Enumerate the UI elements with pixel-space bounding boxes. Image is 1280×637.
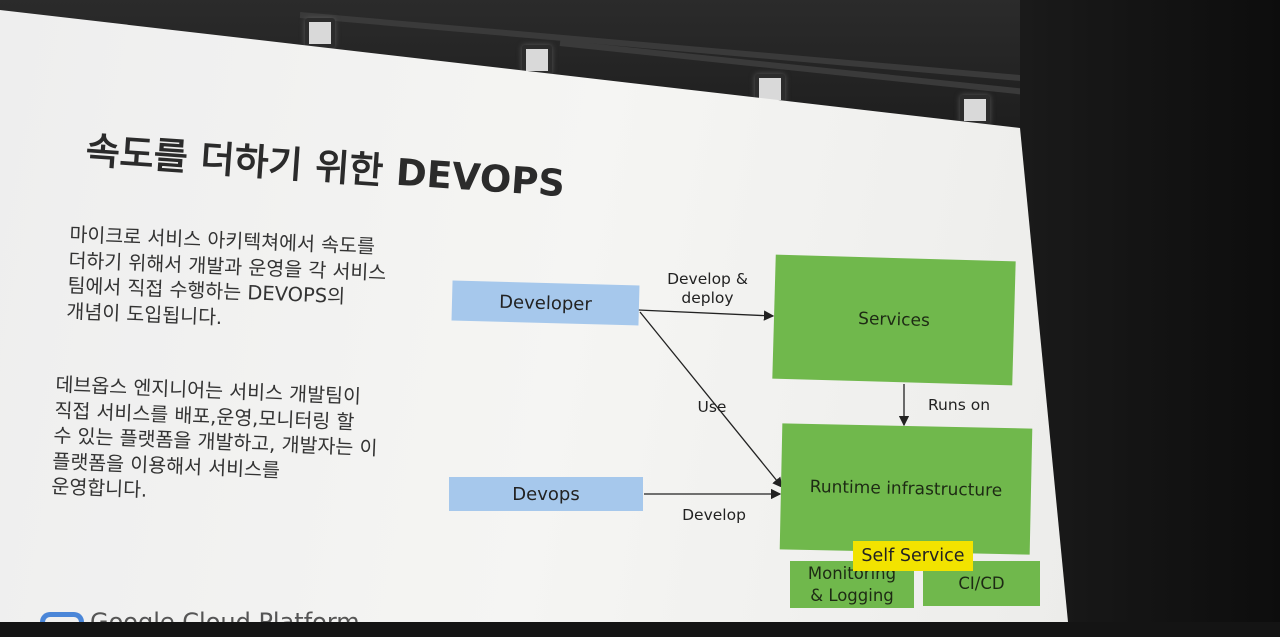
devops-box: Devops bbox=[449, 477, 643, 511]
develop-deploy-label: Develop & deploy bbox=[667, 270, 748, 307]
footer-brand: Google Cloud Platform bbox=[90, 608, 360, 636]
diagram-arrows bbox=[637, 309, 910, 500]
dark-wall bbox=[1020, 0, 1280, 622]
arrow-developer-runtime bbox=[639, 311, 783, 489]
self-service-label: Self Service bbox=[853, 541, 973, 571]
developer-box: Developer bbox=[451, 280, 640, 326]
google-cloud-logo bbox=[40, 612, 84, 622]
use-label: Use bbox=[697, 398, 727, 416]
runs-on-label: Runs on bbox=[927, 396, 991, 414]
monitoring-logging-box: Monitoring & Logging bbox=[790, 561, 914, 608]
arrow-developer-services bbox=[637, 309, 775, 321]
services-box: Services bbox=[772, 254, 1016, 386]
develop-label: Develop bbox=[682, 506, 746, 524]
ceiling-light bbox=[960, 95, 990, 125]
ceiling-light bbox=[522, 45, 552, 75]
ceiling-light bbox=[305, 18, 335, 48]
runtime-infrastructure-box: Runtime infrastructure bbox=[779, 423, 1033, 555]
